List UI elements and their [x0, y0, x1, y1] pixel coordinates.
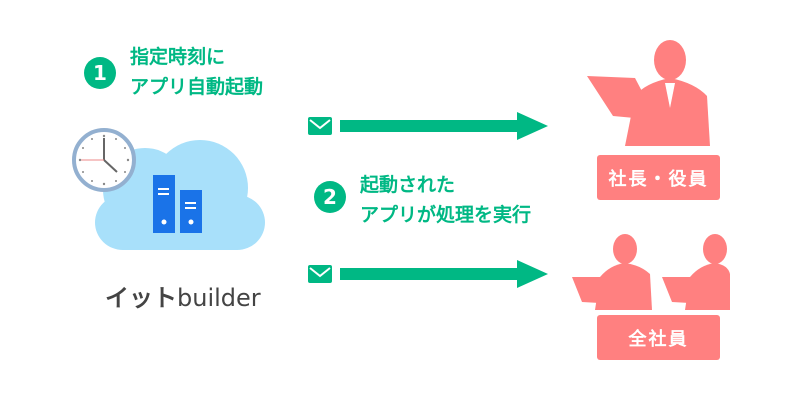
itbuilder-logo: イットbuilder — [105, 278, 261, 313]
step-1-line-1: 指定時刻に — [130, 46, 226, 68]
clock-icon — [72, 128, 136, 192]
step-1-badge: 1 — [84, 57, 116, 89]
step-1-line-2: アプリ自動起動 — [130, 76, 264, 98]
cloud-server-icon — [72, 128, 265, 250]
step-2-line-1: 起動された — [360, 174, 456, 196]
arrow-to-all-employees — [308, 260, 548, 288]
logo-kana: イット — [105, 284, 177, 312]
target-all-employees: 全社員 — [597, 315, 720, 360]
target-executives: 社長・役員 — [597, 155, 720, 200]
step-2-line-2: アプリが処理を実行 — [360, 204, 532, 226]
mail-icon — [308, 265, 332, 283]
step-2-badge: 2 — [314, 181, 346, 213]
step-1-text: 指定時刻に アプリ自動起動 — [130, 42, 263, 102]
server-short-icon — [180, 190, 202, 233]
mail-icon — [308, 117, 332, 135]
arrow-to-executives — [308, 112, 548, 140]
employees-person-icon — [572, 234, 730, 310]
executive-person-icon — [587, 40, 710, 146]
logo-latin: builder — [177, 284, 261, 312]
step-2-text: 起動された アプリが処理を実行 — [360, 170, 531, 230]
